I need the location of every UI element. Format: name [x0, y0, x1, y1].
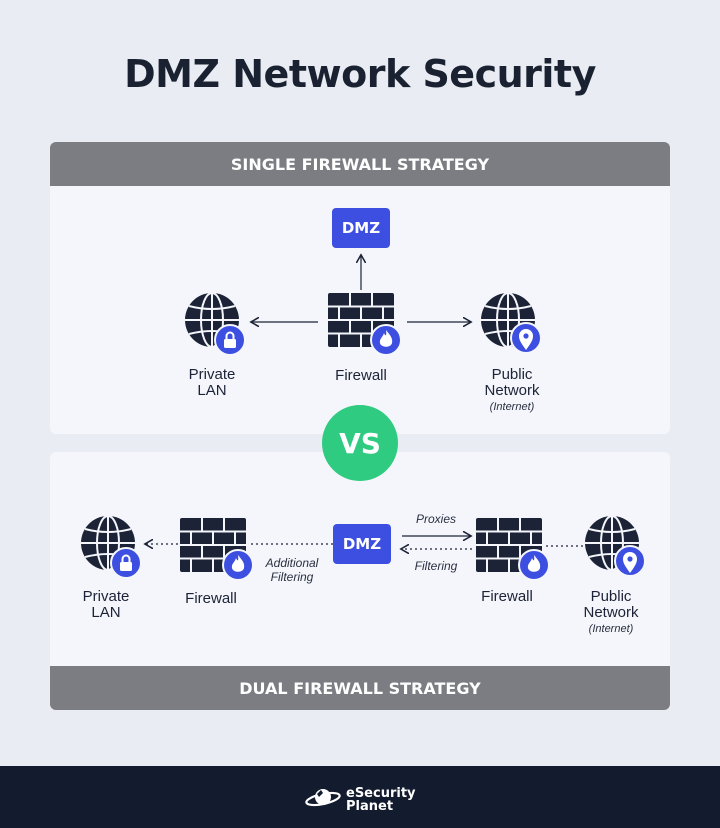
dual-right-firewall-label: Firewall	[481, 588, 533, 605]
public-network-label: Public Network (Internet)	[467, 367, 557, 415]
proxies-label: Proxies	[415, 512, 456, 526]
private-lan-globe-icon	[184, 292, 248, 361]
dual-public-network-sub: (Internet)	[588, 623, 634, 635]
page-title: DMZ Network Security	[124, 52, 596, 96]
additional-filtering-label: Additional Filtering	[252, 556, 332, 584]
public-network-globe-icon	[480, 292, 544, 361]
public-network-sub: (Internet)	[489, 401, 535, 413]
private-lan-label: Private LAN	[172, 367, 252, 399]
planet-logo-icon	[304, 785, 342, 816]
dual-public-network-globe-icon	[584, 515, 648, 584]
brand-line1: eSecurity	[346, 786, 416, 801]
filtering-label: Filtering	[414, 559, 458, 573]
firewall-icon	[328, 293, 404, 362]
single-firewall-panel	[50, 142, 670, 434]
dual-left-firewall-icon	[180, 518, 256, 587]
additional-filtering-line2: Filtering	[270, 570, 314, 584]
firewall-label: Firewall	[335, 367, 387, 384]
public-network-line2: Network	[484, 382, 540, 399]
footer-bar	[0, 766, 720, 828]
dual-private-lan-globe-icon	[80, 515, 144, 584]
private-lan-line1: Private	[188, 366, 236, 383]
dual-dmz-box: DMZ	[333, 524, 391, 564]
single-firewall-header: SINGLE FIREWALL STRATEGY	[50, 142, 670, 186]
vs-badge: VS	[322, 405, 398, 481]
dual-firewall-header: DUAL FIREWALL STRATEGY	[50, 666, 670, 710]
dmz-box: DMZ	[332, 208, 390, 248]
dual-public-network-label: Public Network (Internet)	[566, 589, 656, 637]
dual-private-lan-label: Private LAN	[66, 589, 146, 621]
brand-logo-text: eSecurity Planet	[346, 787, 416, 813]
private-lan-line2: LAN	[197, 382, 227, 399]
brand-line2: Planet	[346, 799, 394, 814]
public-network-line1: Public	[491, 366, 533, 383]
additional-filtering-line1: Additional	[265, 556, 319, 570]
dual-public-network-line1: Public	[590, 588, 632, 605]
dual-private-lan-line2: LAN	[91, 604, 121, 621]
dual-private-lan-line1: Private	[82, 588, 130, 605]
dual-right-firewall-icon	[476, 518, 552, 587]
dual-public-network-line2: Network	[583, 604, 639, 621]
dual-left-firewall-label: Firewall	[185, 590, 237, 607]
